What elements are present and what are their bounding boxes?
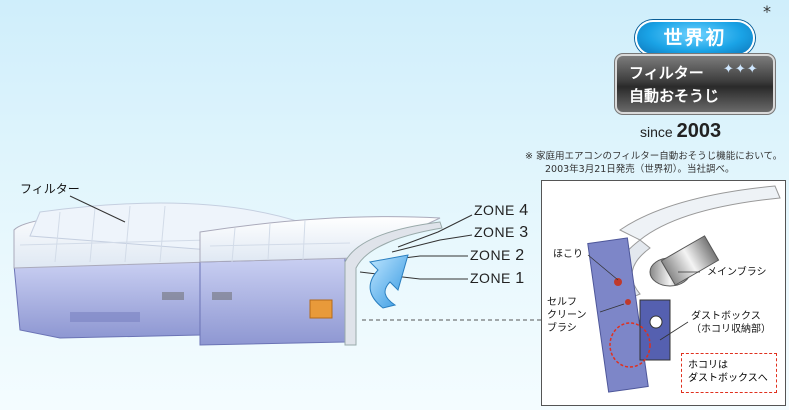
dust-box-label: ダストボックス （ホコリ収納部） [691,310,771,336]
self-clean-line-1: セルフ [547,297,577,308]
self-clean-line-2: クリーン [547,310,587,321]
zone-number: 3 [519,224,529,241]
left-filter-unit [13,202,302,339]
zone-prefix: ZONE [470,247,516,263]
zone-number: 2 [515,247,525,264]
badge-body: フィルター ✦✦✦ 自動おそうじ [617,56,773,112]
world-first-badge: 世界初 フィルター ✦✦✦ 自動おそうじ [615,6,775,116]
mechanism-inset-panel: ほこり メインブラシ セルフ クリーン ブラシ ダストボックス （ホコリ収納部）… [541,180,786,406]
zone-2-label: ZONE 2 [470,247,525,265]
zone-4-label: ZONE 4 [474,202,529,220]
since-label: since 2003 [640,120,721,143]
self-clean-line-3: ブラシ [547,323,577,334]
footnote-text: ※ 家庭用エアコンのフィルター自動おそうじ機能において。 2003年3月21日発… [525,150,789,176]
sparkle-icon: ✦✦✦ [723,62,759,77]
rotation-arrow-icon [368,254,409,309]
badge-line-2: 自動おそうじ [629,87,720,105]
footnote-line-2: 2003年3月21日発売（世界初）。当社調べ。 [545,164,735,175]
dust-box-line-1: ダストボックス [691,311,761,322]
since-year: 2003 [676,120,722,142]
right-filter-unit [199,216,443,346]
zone-number: 4 [519,202,529,219]
dust-box-line-2: （ホコリ収納部） [691,324,771,335]
zone-1-label: ZONE 1 [470,270,525,288]
dust-box-note: ホコリは ダストボックスへ [681,353,777,393]
badge-title: 世界初 [635,20,755,56]
zone-prefix: ZONE [474,202,520,218]
dust-note-line-1: ホコリは [688,360,728,371]
since-prefix: since [640,124,677,140]
zone-number: 1 [515,270,525,287]
self-clean-brush-label: セルフ クリーン ブラシ [547,296,587,335]
footnote-line-1: ※ 家庭用エアコンのフィルター自動おそうじ機能において。 [525,151,783,162]
zone-prefix: ZONE [470,270,516,286]
dust-note-line-2: ダストボックスへ [688,373,768,384]
footnote-asterisk: * [763,2,771,21]
badge-line-1: フィルター [629,64,704,82]
dust-label: ほこり [553,249,583,260]
filter-leader-line [69,195,126,223]
inset-mechanism-drawing [587,185,781,393]
zone-prefix: ZONE [474,224,520,240]
main-brush-label: メインブラシ [707,267,767,278]
zone-3-label: ZONE 3 [474,224,529,242]
filter-label: フィルター [20,182,80,196]
